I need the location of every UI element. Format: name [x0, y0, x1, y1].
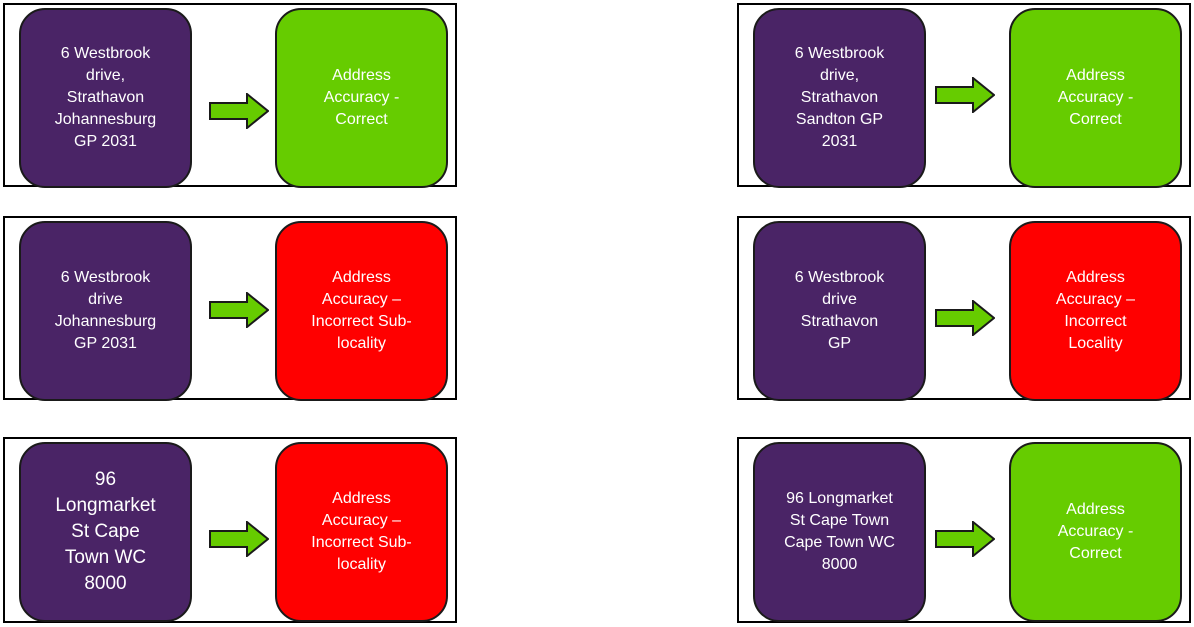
address-box: 96 Longmarket St Cape Town Cape Town WC … [753, 442, 926, 622]
address-text: 6 Westbrook drive Strathavon GP [794, 269, 885, 352]
right-arrow-icon [209, 292, 269, 328]
address-box: 6 Westbrook drive, Strathavon Sandton GP… [753, 8, 926, 188]
right-arrow-icon [935, 521, 995, 557]
result-text: Address Accuracy – Incorrect Locality [1055, 269, 1136, 352]
address-box: 6 Westbrook drive, Strathavon Johannesbu… [19, 8, 192, 188]
result-box-correct: Address Accuracy - Correct [1009, 8, 1182, 188]
result-text: Address Accuracy - Correct [1057, 67, 1134, 128]
address-box: 96 Longmarket St Cape Town WC 8000 [19, 442, 192, 622]
result-text: Address Accuracy - Correct [323, 67, 400, 128]
result-text: Address Accuracy – Incorrect Sub- locali… [311, 490, 412, 573]
address-text: 6 Westbrook drive Johannesburg GP 2031 [54, 269, 157, 352]
right-arrow-icon [935, 77, 995, 113]
address-text: 96 Longmarket St Cape Town Cape Town WC … [784, 490, 895, 573]
result-box-incorrect: Address Accuracy – Incorrect Sub- locali… [275, 221, 448, 401]
example-panel-6: 96 Longmarket St Cape Town Cape Town WC … [737, 437, 1191, 623]
result-box-correct: Address Accuracy - Correct [1009, 442, 1182, 622]
right-arrow-icon [935, 300, 995, 336]
result-box-incorrect: Address Accuracy – Incorrect Sub- locali… [275, 442, 448, 622]
right-arrow-icon [209, 93, 269, 129]
address-box: 6 Westbrook drive Strathavon GP [753, 221, 926, 401]
result-text: Address Accuracy – Incorrect Sub- locali… [311, 269, 412, 352]
address-text: 6 Westbrook drive, Strathavon Sandton GP… [794, 45, 885, 150]
example-panel-4: 6 Westbrook drive Strathavon GP Address … [737, 216, 1191, 401]
address-text: 96 Longmarket St Cape Town WC 8000 [55, 469, 156, 594]
example-panel-5: 96 Longmarket St Cape Town WC 8000 Addre… [3, 437, 457, 623]
example-panel-1: 6 Westbrook drive, Strathavon Johannesbu… [3, 3, 457, 188]
address-box: 6 Westbrook drive Johannesburg GP 2031 [19, 221, 192, 401]
example-panel-2: 6 Westbrook drive, Strathavon Sandton GP… [737, 3, 1191, 188]
example-panel-3: 6 Westbrook drive Johannesburg GP 2031 A… [3, 216, 457, 401]
result-box-incorrect: Address Accuracy – Incorrect Locality [1009, 221, 1182, 401]
result-text: Address Accuracy - Correct [1057, 501, 1134, 562]
address-text: 6 Westbrook drive, Strathavon Johannesbu… [54, 45, 157, 150]
result-box-correct: Address Accuracy - Correct [275, 8, 448, 188]
right-arrow-icon [209, 521, 269, 557]
